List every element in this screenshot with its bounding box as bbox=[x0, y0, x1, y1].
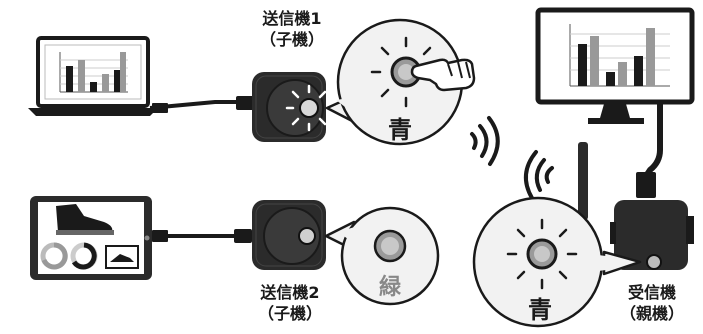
pointing-hand-icon bbox=[410, 58, 476, 92]
rx-label-line1: 受信機 bbox=[627, 283, 676, 302]
tx1-label-line2: （子機） bbox=[259, 30, 324, 49]
tx1-label-line1: 送信機1 bbox=[262, 9, 322, 28]
wireless-signal-rx-icon bbox=[524, 150, 554, 200]
monitor-icon bbox=[535, 7, 695, 124]
wireless-signal-icon bbox=[470, 116, 500, 166]
cable-monitor-rx bbox=[636, 104, 663, 198]
tablet-icon bbox=[30, 196, 152, 280]
tx2-label-line2: （子機） bbox=[257, 304, 322, 323]
tx2-label-line1: 送信機2 bbox=[260, 283, 320, 302]
transmitter-1 bbox=[252, 72, 327, 142]
transmitter-2 bbox=[252, 200, 326, 270]
callout-rx-text: 青 bbox=[528, 296, 552, 324]
monitor-screen-chart bbox=[569, 24, 670, 87]
callout-tx1 bbox=[325, 18, 476, 146]
receiver bbox=[578, 142, 694, 270]
laptop-screen-chart bbox=[59, 52, 128, 93]
callout-tx2 bbox=[324, 206, 440, 306]
cable-tablet-tx2 bbox=[152, 229, 252, 243]
rx-label-line2: （親機） bbox=[619, 304, 684, 323]
callout-tx2-text: 緑 bbox=[379, 274, 402, 300]
cable-laptop-tx1 bbox=[149, 96, 254, 113]
laptop-icon bbox=[28, 36, 158, 116]
callout-rx bbox=[472, 196, 642, 328]
callout-tx1-text: 青 bbox=[388, 116, 412, 144]
